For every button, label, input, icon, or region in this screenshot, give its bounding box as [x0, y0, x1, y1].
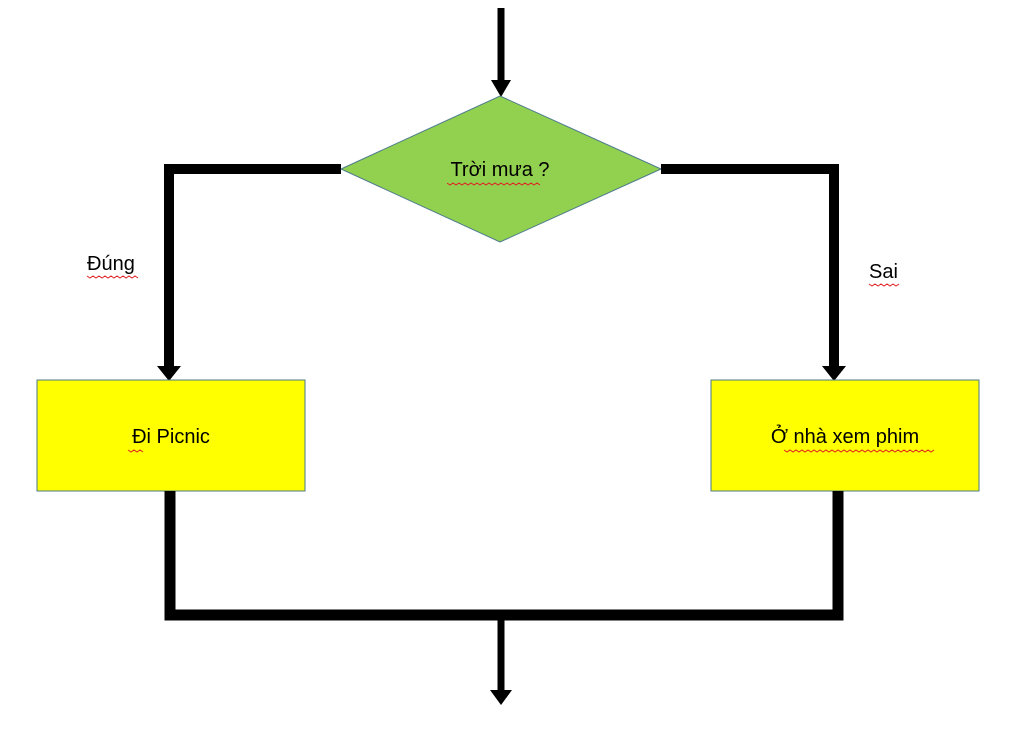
true-branch-label: Đúng — [87, 253, 135, 275]
process-false-box — [710, 379, 980, 492]
true-branch-arrowhead — [157, 366, 181, 381]
process-false-label: Ở nhà xem phim — [771, 424, 919, 448]
true-branch-connector — [164, 164, 341, 366]
merge-connector — [164, 491, 844, 621]
process-true-label: Đi Picnic — [132, 426, 210, 448]
false-branch-connector — [661, 164, 839, 366]
true-branch-label-spellcheck — [86, 275, 139, 279]
process-true-label-spellcheck — [127, 449, 144, 453]
decision-diamond — [339, 95, 663, 243]
false-branch-label: Sai — [869, 261, 898, 283]
false-branch-label-spellcheck — [868, 283, 900, 287]
exit-arrowhead — [490, 690, 512, 705]
false-branch-arrowhead — [822, 366, 846, 381]
entry-arrowhead — [491, 80, 511, 97]
process-false-label-spellcheck — [783, 449, 935, 453]
process-true-box — [36, 379, 306, 492]
decision-label-spellcheck — [446, 182, 541, 186]
decision-label: Trời mưa ? — [450, 159, 549, 181]
